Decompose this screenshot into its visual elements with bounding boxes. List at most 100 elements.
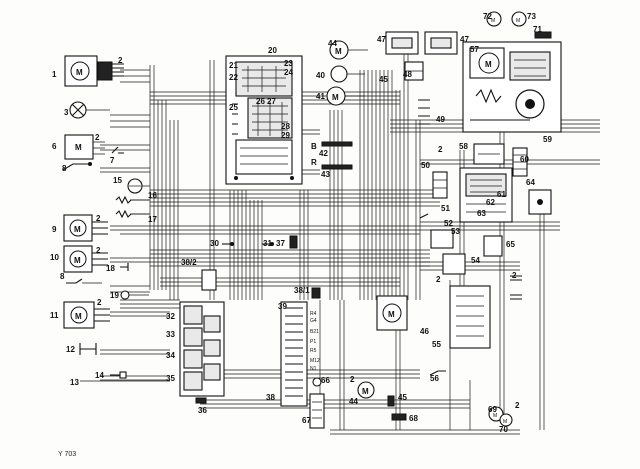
callout-23: 23 — [284, 59, 293, 68]
callout-14: 14 — [95, 371, 104, 380]
svg-text:M: M — [332, 93, 339, 102]
component-9-motor: M — [63, 214, 108, 242]
callout-3: 3 — [64, 108, 69, 117]
component-16-resistor — [115, 195, 149, 205]
wire-code: P1 — [310, 339, 316, 345]
component-19-connector — [120, 290, 149, 300]
callout-6: 6 — [52, 142, 57, 151]
callout-56: 56 — [430, 374, 439, 383]
component-42-connector: B — [311, 141, 353, 151]
svg-text:M: M — [491, 18, 495, 24]
wire-code: R5 — [310, 348, 317, 354]
callout-25: 25 — [229, 103, 238, 112]
component-55-unit — [449, 285, 491, 349]
svg-text:M: M — [503, 419, 507, 425]
callout-2: 2 — [96, 246, 101, 255]
callout-39: 39 — [278, 302, 287, 311]
callout-57: 57 — [470, 45, 479, 54]
callout-60: 60 — [520, 155, 529, 164]
wire-harness — [100, 50, 600, 435]
callout-32: 32 — [166, 312, 175, 321]
callout-2: 2 — [118, 56, 123, 65]
component-10-motor: M — [63, 245, 108, 273]
callout-63: 63 — [477, 209, 486, 218]
callout-49: 49 — [436, 115, 445, 124]
callout-2: 2 — [97, 298, 102, 307]
callout-2: 2 — [438, 145, 443, 154]
wire-code: R4 — [310, 311, 317, 317]
callout-55: 55 — [432, 340, 441, 349]
component-70-motor: M — [499, 413, 513, 427]
callout-52: 52 — [444, 219, 453, 228]
callout-16: 16 — [148, 191, 157, 200]
svg-text:B: B — [311, 142, 317, 151]
svg-text:M: M — [75, 143, 82, 152]
component-69-motor: M — [488, 406, 504, 422]
component-46-motor: M — [376, 295, 408, 331]
callout-46: 46 — [420, 327, 429, 336]
component-11-motor: M — [63, 301, 110, 329]
callout-40: 40 — [316, 71, 325, 80]
callout-58: 58 — [459, 142, 468, 151]
wire-code-labels: R4 G4 B21 P1 R5 M12 N1 — [310, 311, 320, 372]
callout-37: 37 — [276, 239, 285, 248]
callout-68: 68 — [409, 414, 418, 423]
callout-66: 66 — [321, 376, 330, 385]
callout-59: 59 — [543, 135, 552, 144]
component-20-fuse-box — [225, 55, 303, 185]
wire-code: B21 — [310, 329, 319, 335]
callout-2: 2 — [96, 214, 101, 223]
callout-2: 2 — [95, 133, 100, 142]
callout-22: 22 — [229, 73, 238, 82]
component-14-fuse — [110, 371, 127, 379]
callout-33: 33 — [166, 330, 175, 339]
callout-47: 47 — [460, 35, 469, 44]
callout-44: 44 — [328, 39, 337, 48]
callout-44: 44 — [349, 397, 358, 406]
callout-34: 34 — [166, 351, 175, 360]
callout-26: 26 — [256, 97, 265, 106]
callout-30: 30 — [210, 239, 219, 248]
component-44-motor-top: M — [329, 40, 368, 60]
callout-72: 72 — [483, 12, 492, 21]
component-58-relay — [473, 143, 505, 165]
component-53-relay — [430, 229, 454, 249]
callout-2: 2 — [436, 275, 441, 284]
component-43-connector: R — [311, 158, 353, 170]
component-49-connector — [418, 99, 430, 125]
svg-text:M: M — [516, 18, 520, 24]
component-68-connector — [391, 413, 407, 421]
callout-67: 67 — [302, 416, 311, 425]
component-2-connectors-right — [510, 275, 522, 300]
component-73-motor: M — [511, 11, 527, 27]
callout-8: 8 — [62, 164, 67, 173]
callout-45: 45 — [379, 75, 388, 84]
component-65-sensor — [483, 235, 503, 257]
callout-62: 62 — [486, 198, 495, 207]
component-38-1-connector — [311, 287, 321, 299]
component-60-fuse — [512, 147, 528, 177]
component-50-block — [432, 171, 448, 199]
callout-53: 53 — [451, 227, 460, 236]
callout-21: 21 — [229, 61, 238, 70]
component-15-sensor — [127, 178, 143, 194]
callout-28: 28 — [281, 122, 290, 131]
component-6-motor: M — [64, 134, 105, 160]
component-12-switch — [79, 343, 97, 355]
component-1-motor: M — [64, 55, 124, 87]
callout-11: 11 — [50, 311, 59, 320]
component-8-switch-lower — [66, 278, 102, 284]
callout-71: 71 — [533, 25, 542, 34]
component-45-connector-bottom — [387, 395, 395, 407]
svg-text:M: M — [362, 387, 369, 396]
callout-18: 18 — [106, 264, 115, 273]
component-39-fuse-box — [280, 301, 308, 407]
callout-35: 35 — [166, 374, 175, 383]
component-17-resistor — [115, 209, 149, 219]
svg-text:M: M — [388, 310, 395, 319]
component-36-connector — [195, 397, 207, 404]
component-18-switch — [120, 263, 129, 271]
component-30-switch — [222, 242, 234, 246]
component-41-motor: M — [326, 86, 365, 106]
